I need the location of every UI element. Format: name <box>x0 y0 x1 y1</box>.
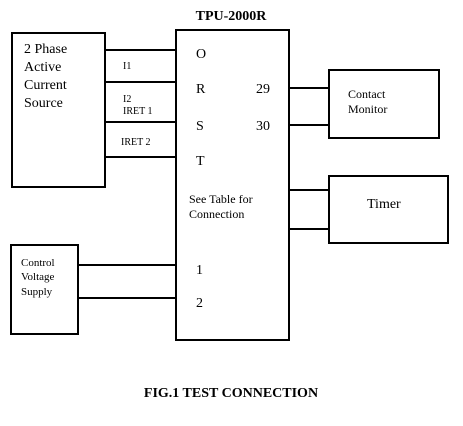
current-source-line-3: Current <box>24 78 67 93</box>
current-source-line-1: 2 Phase <box>24 42 67 57</box>
tpu-title: TPU-2000R <box>196 9 268 24</box>
timer-box <box>328 175 449 244</box>
terminal-r: R <box>196 82 206 97</box>
control-supply-line-1: Control <box>21 257 55 269</box>
control-supply-line-3: Supply <box>21 286 53 298</box>
terminal-2: 2 <box>196 296 203 311</box>
current-source-line-4: Source <box>24 96 63 111</box>
label-i1: I1 <box>123 61 131 72</box>
control-supply-line-2: Voltage <box>21 271 55 283</box>
label-iret2: IRET 2 <box>121 137 151 148</box>
figure-caption: FIG.1 TEST CONNECTION <box>144 386 318 401</box>
terminal-s: S <box>196 119 204 134</box>
note-line-2: Connection <box>189 207 244 221</box>
label-i2: I2 <box>123 94 131 105</box>
control-supply-box <box>10 244 79 335</box>
terminal-29: 29 <box>256 82 270 97</box>
terminal-o: O <box>196 47 206 62</box>
terminal-1: 1 <box>196 263 203 278</box>
current-source-line-2: Active <box>24 60 61 75</box>
contact-monitor-line-1: Contact <box>348 87 386 101</box>
timer-label: Timer <box>367 197 401 212</box>
tpu-relay-box <box>175 29 290 341</box>
note-line-1: See Table for <box>189 192 253 206</box>
terminal-30: 30 <box>256 119 270 134</box>
label-iret1: IRET 1 <box>123 106 153 117</box>
current-source-box <box>11 32 106 188</box>
terminal-t: T <box>196 154 205 169</box>
contact-monitor-box <box>328 69 440 139</box>
contact-monitor-line-2: Monitor <box>348 102 387 116</box>
